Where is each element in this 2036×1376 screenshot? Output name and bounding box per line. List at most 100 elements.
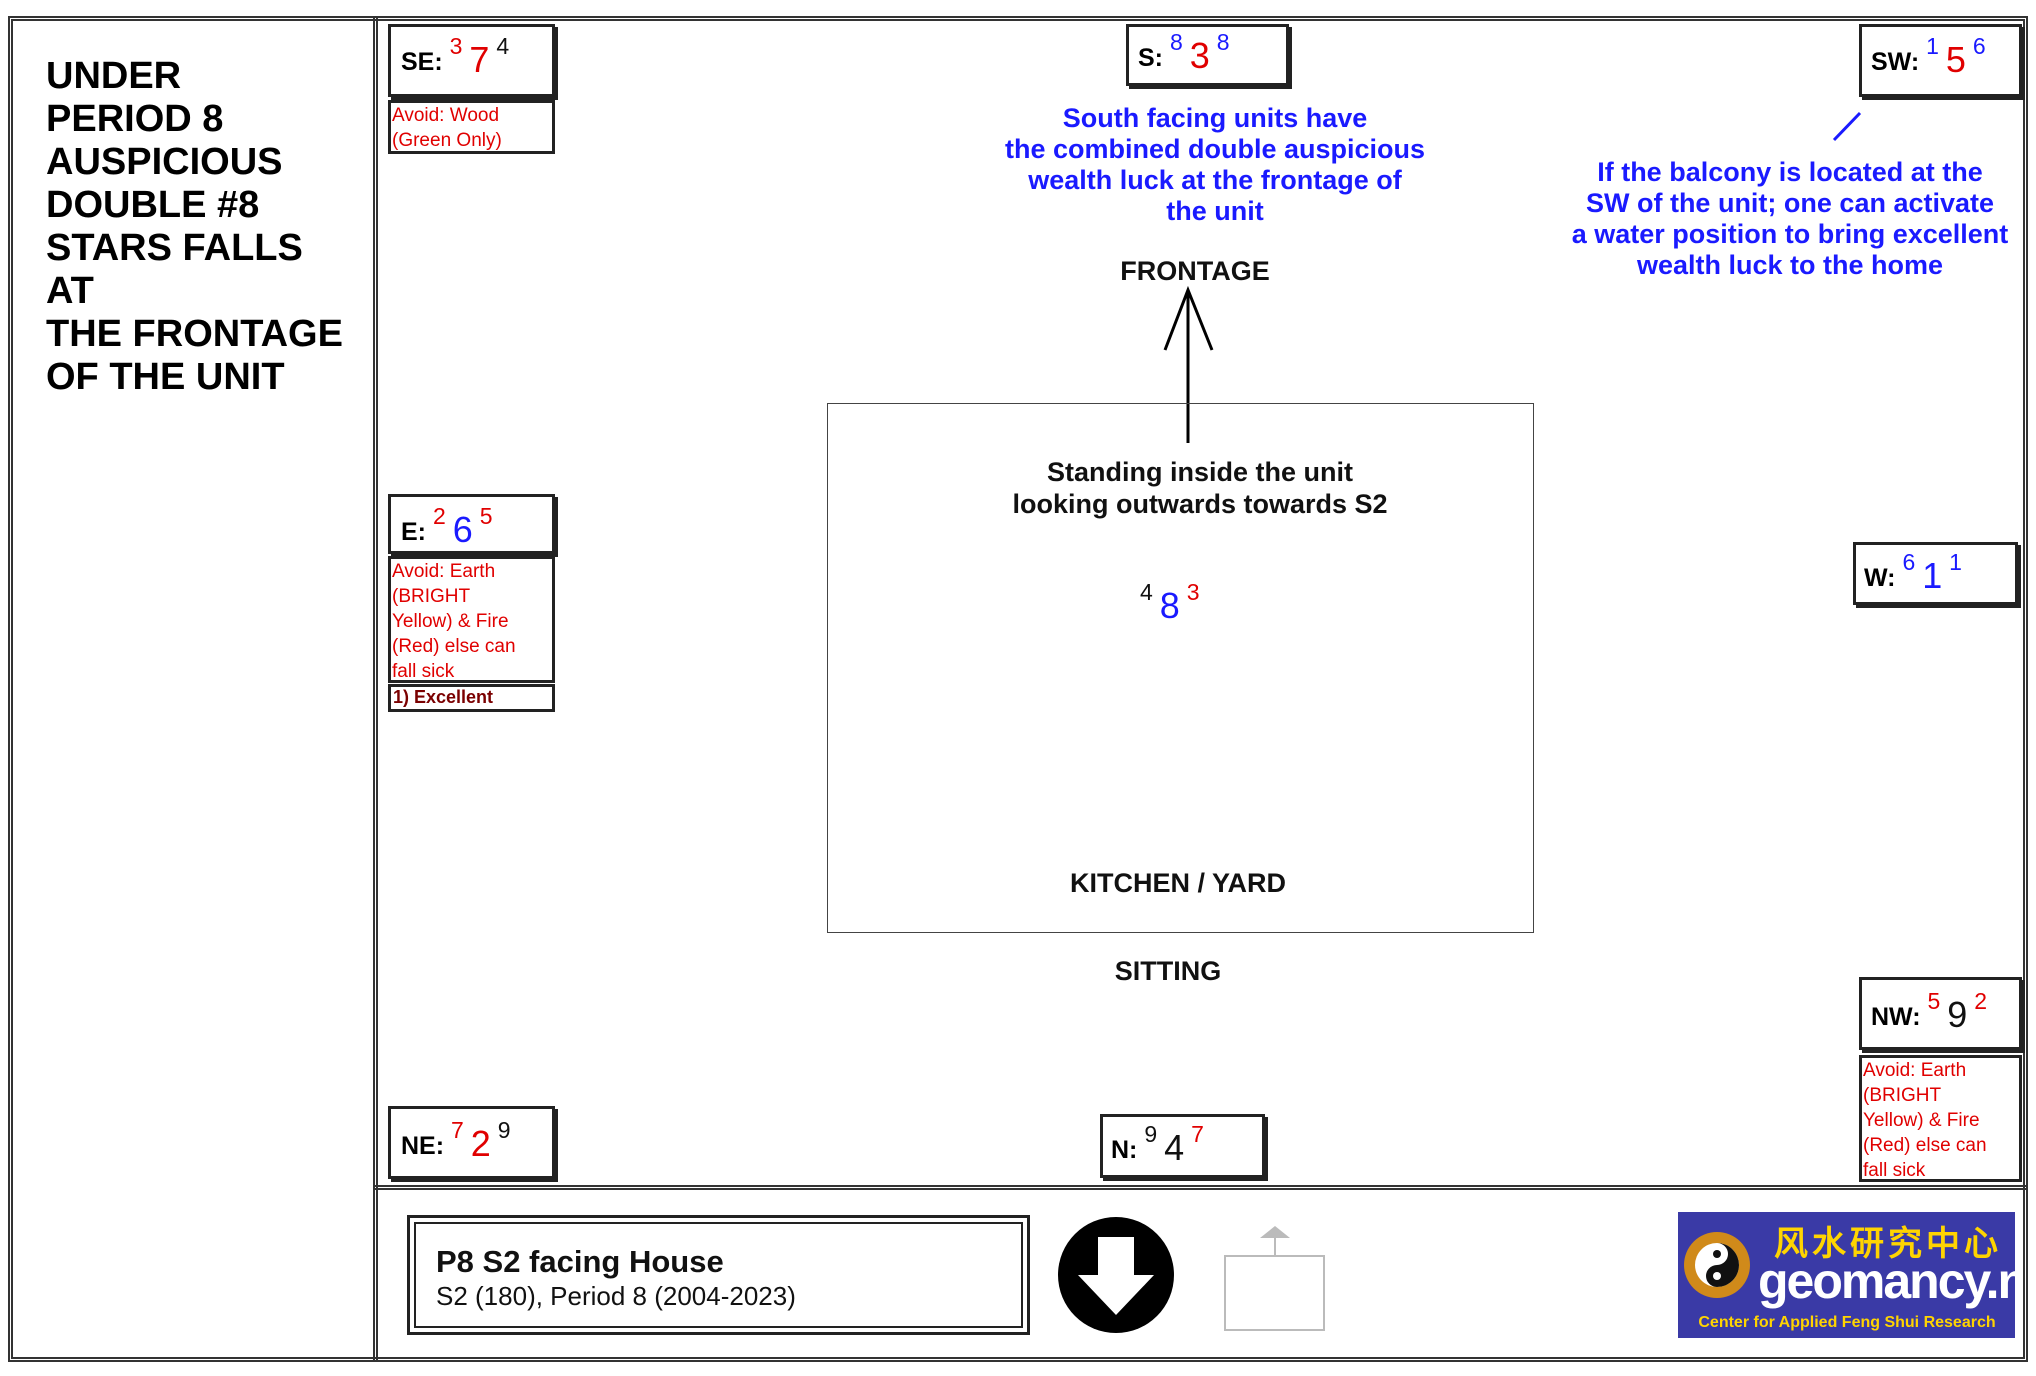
water-star: 1 bbox=[1949, 549, 1962, 575]
compass-placeholder-icon bbox=[1224, 1226, 1325, 1331]
mountain-star: 1 bbox=[1926, 33, 1939, 59]
period-star: 5 bbox=[1945, 39, 1966, 80]
note-line: (BRIGHT bbox=[392, 586, 471, 607]
note-line: Avoid: Earth bbox=[1863, 1060, 1967, 1081]
nw-avoid-note: Avoid: Earth (BRIGHT Yellow) & Fire (Red… bbox=[1859, 1055, 2022, 1182]
sw-annotation: If the balcony is located at the SW of t… bbox=[1555, 157, 2025, 281]
period-star: 2 bbox=[470, 1123, 491, 1164]
page-title: UNDER PERIOD 8 AUSPICIOUS DOUBLE #8 STAR… bbox=[46, 55, 366, 399]
kitchen-yard-label: KITCHEN / YARD bbox=[1069, 868, 1287, 898]
period-star: 1 bbox=[1922, 555, 1943, 596]
mountain-star: 9 bbox=[1144, 1121, 1158, 1147]
info-inner: P8 S2 facing House S2 (180), Period 8 (2… bbox=[414, 1222, 1023, 1328]
left-title-panel bbox=[8, 16, 378, 1362]
sector-label: N: bbox=[1111, 1136, 1138, 1164]
s-star-box: S: 8 3 8 bbox=[1126, 24, 1289, 86]
title-line: DOUBLE #8 bbox=[46, 184, 260, 226]
water-star: 2 bbox=[1974, 988, 1988, 1014]
house-type-title: P8 S2 facing House bbox=[436, 1244, 724, 1279]
down-arrow-icon[interactable] bbox=[1056, 1215, 1176, 1335]
n-star-box: N: 9 4 7 bbox=[1100, 1114, 1265, 1178]
sw-pointer-line bbox=[1832, 111, 1862, 142]
note-line: (Red) else can bbox=[1863, 1135, 1987, 1156]
sector-label: NW: bbox=[1871, 1003, 1921, 1031]
note-line: Yellow) & Fire bbox=[1863, 1110, 1980, 1131]
sector-label: W: bbox=[1864, 564, 1896, 592]
sector-label: SE: bbox=[401, 48, 443, 76]
e-star-box: E: 2 6 5 bbox=[388, 494, 555, 554]
title-line: OF THE UNIT bbox=[46, 356, 285, 398]
title-line: UNDER bbox=[46, 55, 182, 97]
sw-star-box: SW: 1 5 6 bbox=[1859, 24, 2022, 97]
annotation-line: wealth luck to the home bbox=[1636, 250, 1944, 280]
annotation-line: South facing units have bbox=[1062, 103, 1368, 133]
period-star: 6 bbox=[452, 509, 473, 550]
note-line: Avoid: Wood bbox=[392, 105, 500, 126]
title-line: AT bbox=[46, 270, 94, 312]
logo-name: geomancy.net bbox=[1758, 1253, 2015, 1309]
period-star: 7 bbox=[469, 39, 490, 80]
ne-star-box: NE: 7 2 9 bbox=[388, 1106, 555, 1179]
nw-star-box: NW: 5 9 2 bbox=[1859, 977, 2022, 1050]
house-type-subtitle: S2 (180), Period 8 (2004-2023) bbox=[436, 1281, 796, 1311]
title-line: PERIOD 8 bbox=[46, 98, 224, 140]
yin-yang-icon bbox=[1684, 1232, 1750, 1298]
mountain-star: 2 bbox=[432, 503, 446, 529]
annotation-line: wealth luck at the frontage of bbox=[1028, 165, 1402, 195]
period-star: 9 bbox=[1947, 994, 1968, 1035]
note-line: fall sick bbox=[392, 661, 455, 682]
note-line: (BRIGHT bbox=[1863, 1085, 1942, 1106]
center-stars: 4 8 3 bbox=[1140, 579, 1260, 626]
geomancy-logo: 风水研究中心 geomancy.net Center for Applied F… bbox=[1678, 1212, 2015, 1338]
se-star-box: SE: 3 7 4 bbox=[388, 24, 555, 97]
note-line: Standing inside the unit bbox=[1047, 457, 1353, 487]
diagram-frame bbox=[8, 16, 2028, 1362]
unit-floor-plan bbox=[827, 403, 1534, 933]
annotation-line: a water position to bring excellent bbox=[1571, 219, 2009, 249]
water-star: 3 bbox=[1186, 579, 1200, 605]
annotation-line: the combined double auspicious bbox=[1004, 134, 1426, 164]
mountain-star: 4 bbox=[1140, 579, 1153, 605]
title-line: STARS FALLS bbox=[46, 227, 303, 269]
note-line: looking outwards towards S2 bbox=[1012, 489, 1388, 519]
frontage-arrow bbox=[1163, 285, 1214, 443]
note-line: Avoid: Earth bbox=[392, 561, 496, 582]
mountain-star: 6 bbox=[1902, 549, 1916, 575]
annotation-line: SW of the unit; one can activate bbox=[1585, 188, 1995, 218]
annotation-line: If the balcony is located at the bbox=[1597, 157, 1983, 187]
frontage-label: FRONTAGE bbox=[1120, 256, 1270, 286]
mountain-star: 3 bbox=[449, 33, 463, 59]
mountain-star: 8 bbox=[1169, 29, 1183, 55]
logo-chinese: 风水研究中心 bbox=[1774, 1224, 2002, 1264]
note-line: fall sick bbox=[1863, 1160, 1926, 1181]
se-avoid-note: Avoid: Wood (Green Only) bbox=[388, 100, 555, 154]
standing-note: Standing inside the unit looking outward… bbox=[960, 456, 1440, 520]
w-star-box: W: 6 1 1 bbox=[1853, 542, 2018, 605]
water-star: 7 bbox=[1191, 1121, 1204, 1147]
note-line: (Green Only) bbox=[392, 130, 502, 151]
south-annotation: South facing units have the combined dou… bbox=[960, 103, 1470, 227]
sector-label: S: bbox=[1138, 44, 1163, 72]
note-line: Yellow) & Fire bbox=[392, 611, 509, 632]
period-star: 4 bbox=[1164, 1127, 1185, 1168]
mountain-star: 7 bbox=[451, 1117, 464, 1143]
water-star: 4 bbox=[496, 33, 510, 59]
house-info-box: P8 S2 facing House S2 (180), Period 8 (2… bbox=[407, 1215, 1030, 1335]
e-rating-tag: 1) Excellent bbox=[388, 684, 555, 712]
water-star: 9 bbox=[497, 1117, 511, 1143]
title-line: THE FRONTAGE bbox=[46, 313, 343, 355]
water-star: 5 bbox=[479, 503, 493, 529]
annotation-line: the unit bbox=[1166, 196, 1264, 226]
period-star: 3 bbox=[1189, 35, 1210, 76]
sector-label: E: bbox=[401, 518, 426, 546]
note-line: (Red) else can bbox=[392, 636, 516, 657]
title-line: AUSPICIOUS bbox=[46, 141, 283, 183]
logo-tagline: Center for Applied Feng Shui Research bbox=[1698, 1314, 1996, 1331]
bottom-divider bbox=[375, 1185, 2028, 1190]
water-star: 8 bbox=[1216, 29, 1230, 55]
sector-label: SW: bbox=[1871, 48, 1920, 76]
water-star: 6 bbox=[1972, 33, 1986, 59]
period-star: 8 bbox=[1159, 585, 1180, 626]
sitting-label: SITTING bbox=[1114, 956, 1222, 986]
mountain-star: 5 bbox=[1927, 988, 1941, 1014]
